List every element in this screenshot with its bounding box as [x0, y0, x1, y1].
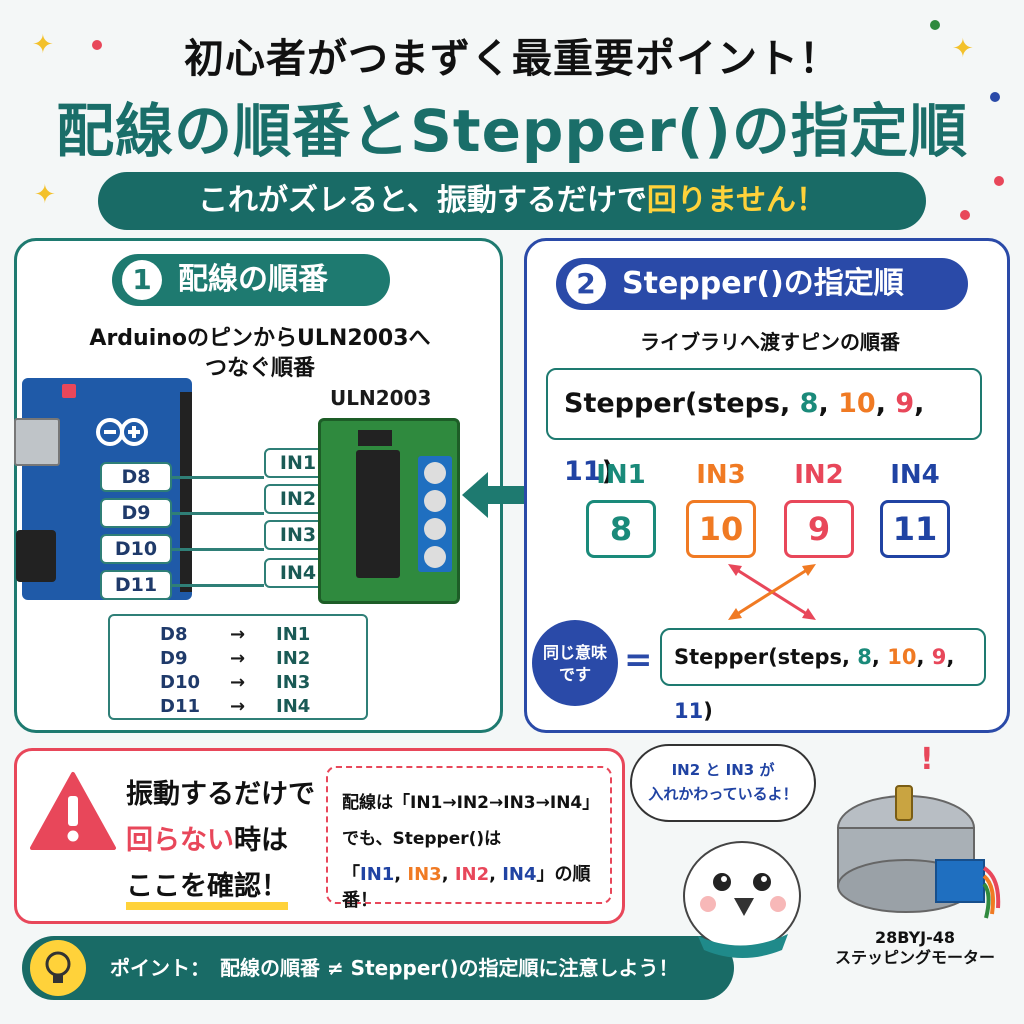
mapping-row: D8 → IN1 [160, 624, 311, 645]
pin-value-9: 9 [784, 500, 854, 558]
stepper-pill: 2 Stepper()の指定順 [556, 258, 968, 310]
motor-label: 28BYJ-48 ステッピングモーター [834, 928, 995, 967]
col-label-in1: IN1 [596, 460, 646, 490]
wire [172, 548, 264, 551]
col-label-in2: IN2 [794, 460, 844, 490]
sparkle-icon: ✦ [32, 30, 54, 60]
warning-banner: これがズレると、振動するだけで回りません！ [98, 172, 926, 230]
banner-highlight: 回りません！ [646, 183, 826, 218]
uln-chip [356, 450, 400, 578]
bird-mascot-icon [664, 816, 814, 966]
sparkle-icon: ✦ [952, 34, 974, 64]
pin-value-10: 10 [686, 500, 756, 558]
dot-icon [930, 20, 940, 30]
warning-icon [28, 770, 118, 852]
wiring-subtitle-2: つなぐ順番 [204, 356, 315, 381]
mapping-row: D10 → IN3 [160, 672, 311, 693]
pin-value-8: 8 [586, 500, 656, 558]
screw-icon [424, 546, 446, 568]
stepper-code-small: Stepper(steps, 8, 10, 9, 11) [660, 628, 986, 723]
uln-connector [358, 430, 392, 446]
wire [172, 512, 264, 515]
dot-icon [92, 40, 102, 50]
screw-icon [424, 462, 446, 484]
col-label-in4: IN4 [890, 460, 940, 490]
lightbulb-icon [30, 940, 86, 996]
swap-arrows-icon [722, 560, 822, 624]
same-meaning-badge: 同じ意味 です [532, 620, 618, 706]
mapping-row: D11 → IN4 [160, 696, 311, 717]
step-number: 1 [122, 260, 162, 300]
warning-detail-box: 配線は「IN1→IN2→IN3→IN4」 でも、Stepper()は 「IN1,… [326, 766, 612, 911]
arduino-logo-icon [92, 412, 152, 452]
uln-label: ULN2003 [330, 386, 432, 410]
wire [172, 476, 264, 479]
stepper-motor-icon [826, 768, 1006, 926]
dot-icon [960, 210, 970, 220]
title-top: 初心者がつまずく最重要ポイント！ [184, 36, 840, 82]
wiring-title: 配線の順番 [178, 262, 328, 297]
pin-d11: D11 [100, 570, 172, 600]
wiring-subtitle-1: ArduinoのピンからULN2003へ [89, 326, 431, 351]
sparkle-icon: ✦ [34, 180, 56, 210]
mascot-speech-bubble: IN2 と IN3 が 入れかわっているよ！ [630, 744, 816, 822]
title-main: 配線の順番とStepper()の指定順 [56, 97, 968, 165]
step-number: 2 [566, 264, 606, 304]
power-jack [16, 530, 56, 582]
equals-sign: = [624, 640, 653, 680]
wiring-pill: 1 配線の順番 [112, 254, 390, 306]
exclamation-icon: ! [920, 742, 934, 777]
screw-icon [424, 490, 446, 512]
stepper-code: Stepper(steps, 8, 10, 9, 11) [546, 368, 982, 487]
banner-text: これがズレると、振動するだけで [198, 183, 647, 218]
dot-icon [990, 92, 1000, 102]
col-label-in3: IN3 [696, 460, 746, 490]
point-bar: ポイント： 配線の順番 ≠ Stepper()の指定順に注意しよう！ [22, 936, 734, 1000]
dot-icon [994, 176, 1004, 186]
pin-d10: D10 [100, 534, 172, 564]
stepper-title: Stepper()の指定順 [622, 266, 904, 301]
stepper-subtitle: ライブラリへ渡すピンの順番 [640, 330, 900, 354]
pin-d9: D9 [100, 498, 172, 528]
warning-message: 振動するだけで 回らない時は ここを確認！ [126, 772, 316, 910]
pin-d8: D8 [100, 462, 172, 492]
wire [172, 584, 264, 587]
usb-port [14, 418, 60, 466]
reset-button [62, 384, 76, 398]
pin-header [180, 392, 192, 592]
pin-value-11: 11 [880, 500, 950, 558]
mapping-row: D9 → IN2 [160, 648, 311, 669]
pin-mapping-table: D8 → IN1 D9 → IN2 D10 → IN3 D11 → IN4 [108, 614, 368, 720]
screw-icon [424, 518, 446, 540]
